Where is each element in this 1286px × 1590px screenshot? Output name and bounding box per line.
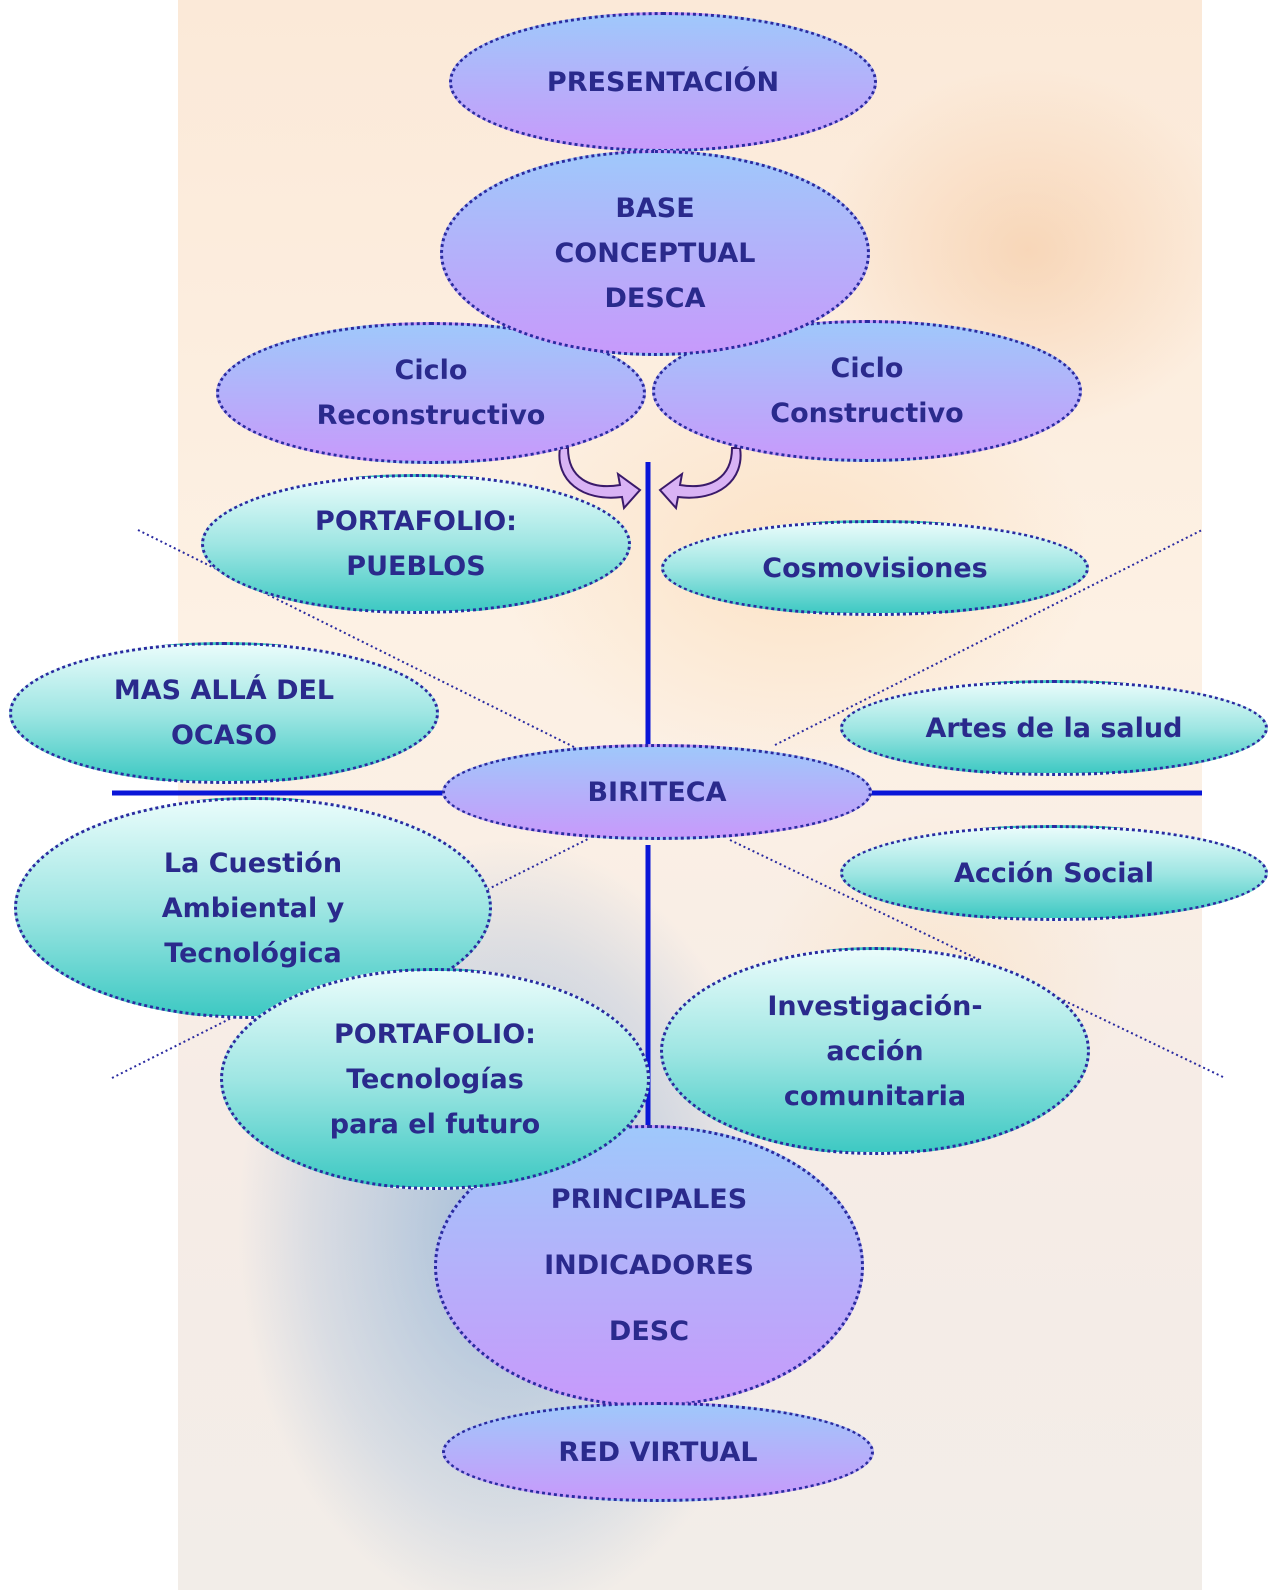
node-label: Tecnológica — [164, 937, 342, 969]
node-label: Cosmovisiones — [762, 552, 988, 584]
node-label: comunitaria — [783, 1080, 967, 1112]
node-label: Reconstructivo — [316, 400, 546, 431]
node-label: Tecnologías — [346, 1063, 524, 1095]
node-cosmovisiones[interactable]: Cosmovisiones — [661, 520, 1089, 616]
node-label: PORTAFOLIO: — [334, 1018, 536, 1050]
node-label: La Cuestión — [163, 847, 343, 879]
node-label: DESC — [608, 1316, 690, 1347]
node-label: Investigación- — [767, 990, 983, 1022]
diagonal-line-lower-right — [729, 839, 1226, 1079]
node-base-conceptual[interactable]: BASE CONCEPTUAL DESCA — [440, 150, 870, 356]
node-portafolio-tecnologias[interactable]: PORTAFOLIO: Tecnologías para el futuro — [220, 968, 650, 1190]
diagonal-line-upper-left — [137, 529, 591, 756]
node-label: Ciclo — [394, 355, 468, 386]
node-label: RED VIRTUAL — [558, 1436, 758, 1468]
node-biriteca[interactable]: BIRITECA — [442, 744, 872, 840]
node-portafolio-pueblos[interactable]: PORTAFOLIO: PUEBLOS — [201, 474, 631, 614]
node-investigacion-accion[interactable]: Investigación-acción comunitaria — [660, 947, 1090, 1155]
node-label: PORTAFOLIO: — [315, 506, 517, 537]
node-label: acción — [826, 1035, 924, 1067]
node-artes-de-la-salud[interactable]: Artes de la salud — [840, 680, 1268, 776]
node-label: Ambiental y — [161, 892, 345, 924]
node-label: BIRITECA — [587, 776, 727, 808]
node-label: Ciclo — [830, 353, 904, 384]
node-label: CONCEPTUAL — [554, 237, 756, 269]
node-accion-social[interactable]: Acción Social — [840, 825, 1268, 921]
node-presentacion[interactable]: PRESENTACIÓN — [449, 12, 877, 152]
curved-arrow-left-icon — [558, 447, 642, 511]
node-label: MAS ALLÁ DEL — [113, 675, 335, 706]
node-label: BASE — [615, 192, 695, 224]
diagonal-line-lower-left — [111, 837, 591, 1079]
node-label: OCASO — [170, 720, 278, 751]
node-mas-alla-del-ocaso[interactable]: MAS ALLÁ DEL OCASO — [9, 642, 439, 784]
node-label: PRINCIPALES — [550, 1184, 748, 1215]
node-label: DESCA — [604, 282, 706, 314]
node-label: Acción Social — [953, 857, 1155, 889]
node-red-virtual[interactable]: RED VIRTUAL — [442, 1402, 874, 1502]
curved-arrow-right-icon — [658, 447, 742, 511]
node-label: PRESENTACIÓN — [546, 66, 780, 98]
node-label: para el futuro — [329, 1108, 541, 1140]
node-label: PUEBLOS — [346, 551, 486, 582]
node-label: Artes de la salud — [925, 712, 1183, 744]
node-label: Constructivo — [770, 398, 964, 429]
node-label: INDICADORES — [544, 1250, 754, 1281]
